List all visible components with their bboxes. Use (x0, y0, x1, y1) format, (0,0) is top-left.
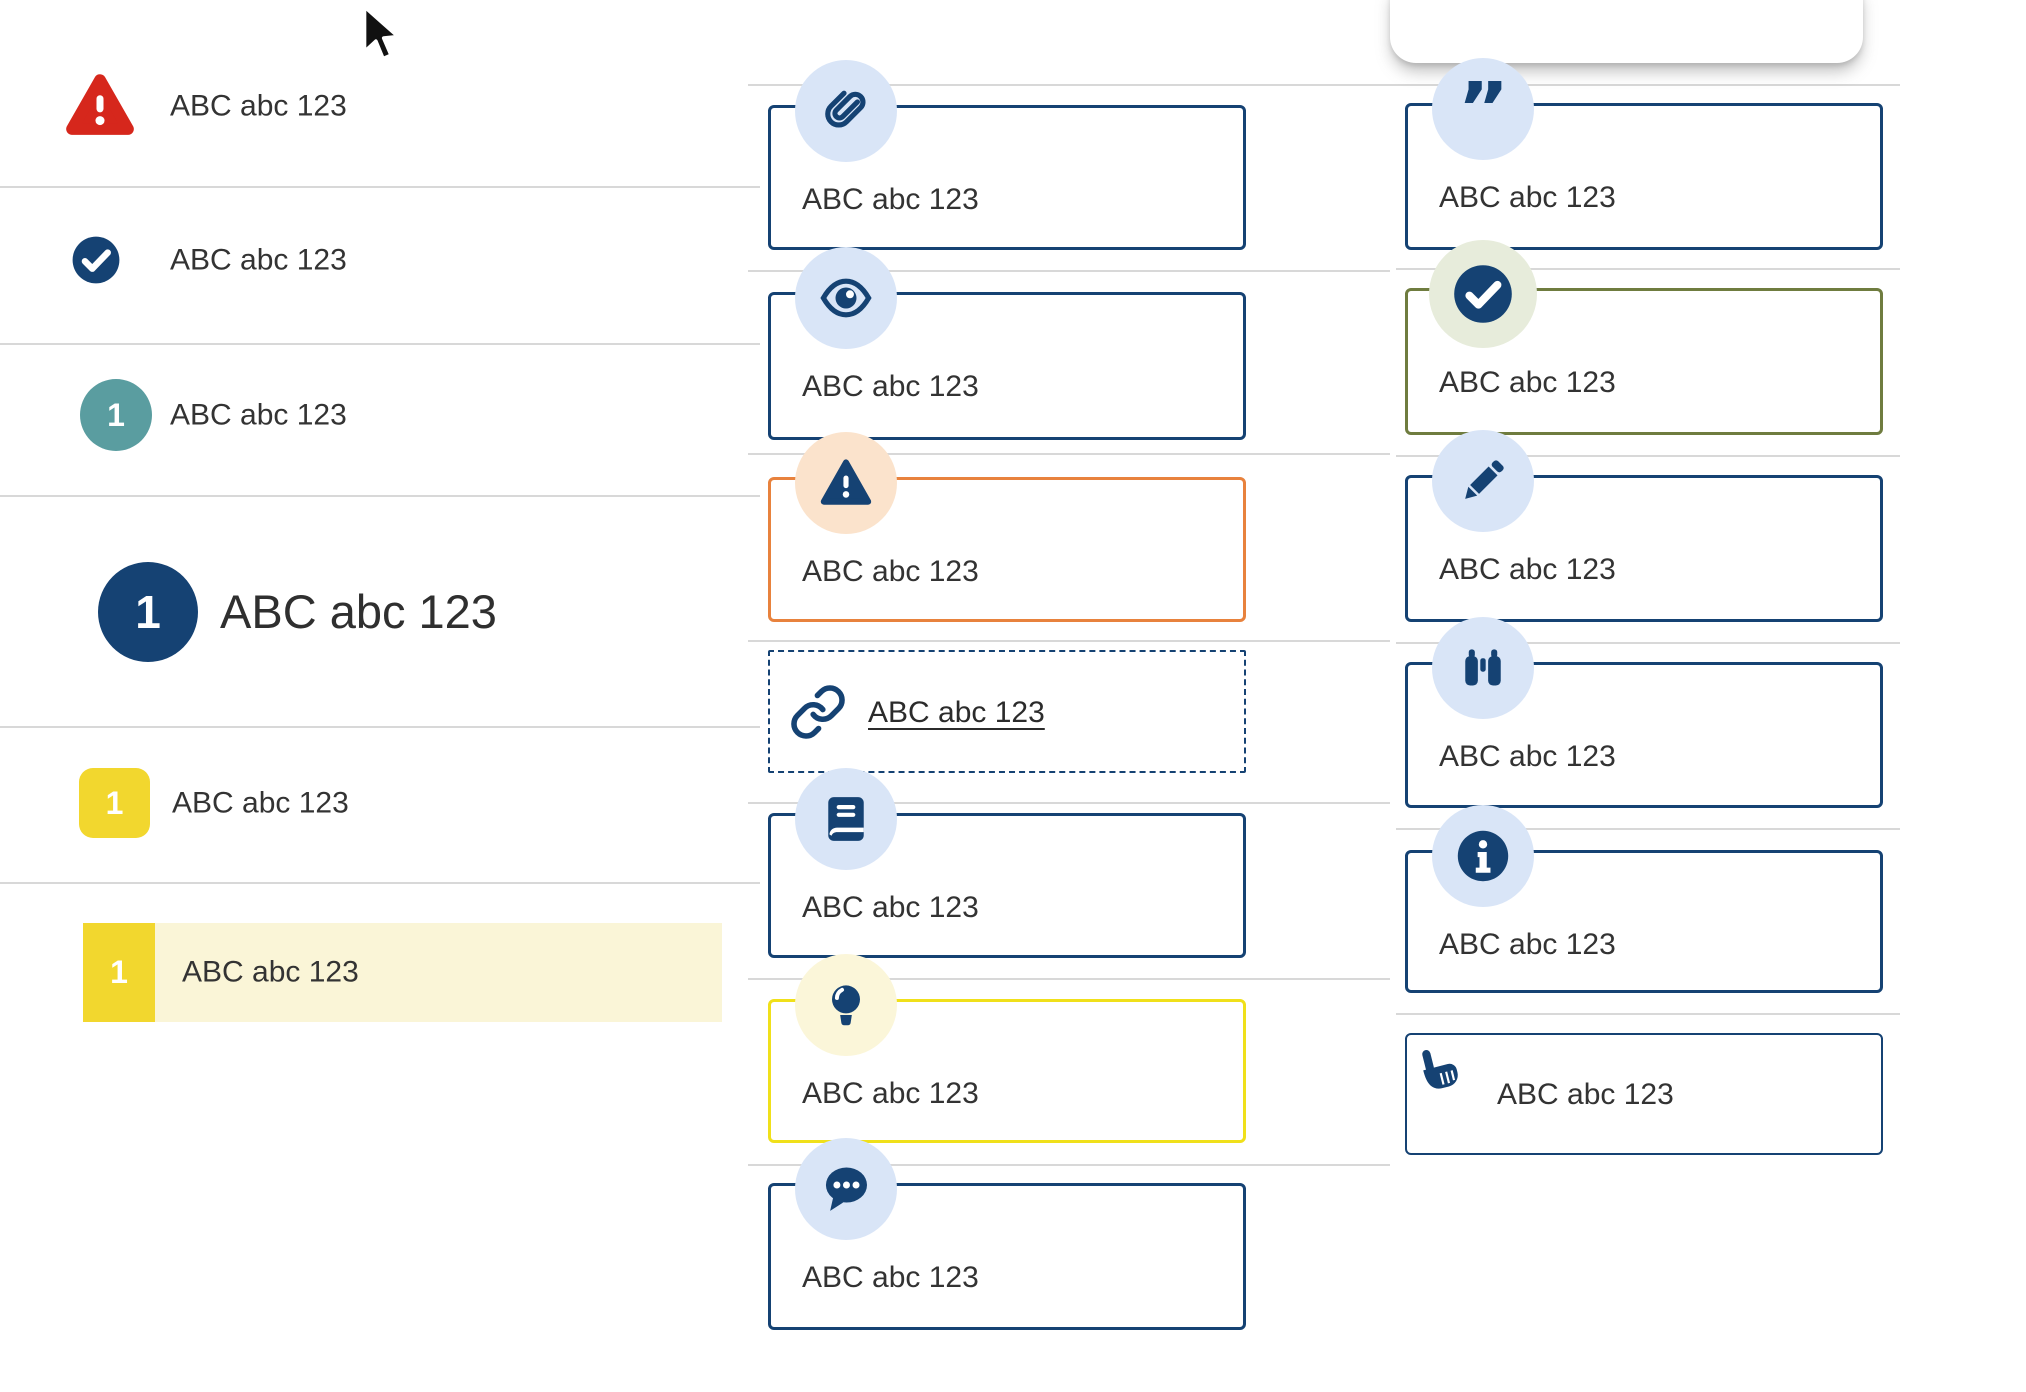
lightbulb-icon (818, 977, 874, 1033)
list-item-label: ABC abc 123 (170, 89, 347, 123)
pencil-icon (1455, 453, 1511, 509)
alert-triangle-icon (65, 71, 135, 141)
card-label: ABC abc 123 (1439, 366, 1616, 399)
check-circle-icon (70, 234, 122, 286)
right-row-divider (1396, 828, 1900, 830)
right-row-divider (1396, 642, 1900, 644)
warning-triangle-icon (818, 455, 874, 511)
card-label: ABC abc 123 (1439, 740, 1616, 773)
link-icon (789, 683, 847, 741)
card-label: ABC abc 123 (1439, 181, 1616, 214)
mouse-cursor (358, 4, 404, 70)
middle-row-divider (748, 453, 1390, 455)
middle-row-divider (748, 640, 1390, 642)
list-item-label: ABC abc 123 (182, 955, 359, 989)
number-badge: 1 (98, 562, 198, 662)
hand-point-icon (1413, 1044, 1465, 1096)
right-row-divider (1396, 1013, 1900, 1015)
middle-row-divider (748, 978, 1390, 980)
left-row-divider (0, 186, 760, 188)
card-label: ABC abc 123 (1439, 928, 1616, 961)
list-item-label: ABC abc 123 (172, 786, 349, 820)
top-row-divider (748, 84, 1900, 86)
number-badge: 1 (79, 768, 150, 838)
info-icon (1455, 828, 1511, 884)
left-row-divider (0, 882, 760, 884)
card-label: ABC abc 123 (802, 370, 979, 403)
callout-card-link[interactable] (768, 650, 1246, 773)
callout-card-check-circle (1405, 288, 1883, 435)
card-label: ABC abc 123 (802, 1261, 979, 1294)
card-label: ABC abc 123 (1439, 553, 1616, 586)
eye-icon (818, 270, 874, 326)
left-row-divider (0, 726, 760, 728)
binoculars-icon (1455, 640, 1511, 696)
left-row-divider (0, 495, 760, 497)
card-label: ABC abc 123 (802, 891, 979, 924)
chat-icon (818, 1161, 874, 1217)
page-heading: ABC abc 123 (220, 585, 497, 639)
middle-row-divider (748, 270, 1390, 272)
card-label: ABC abc 123 (802, 1077, 979, 1110)
left-row-divider (0, 343, 760, 345)
inline-link[interactable]: ABC abc 123 (868, 696, 1045, 729)
book-icon (818, 791, 874, 847)
selected-row-highlight (83, 923, 722, 1022)
sheet-bottom-edge (1390, 0, 1863, 63)
paperclip-icon (818, 83, 874, 139)
right-row-divider (1396, 455, 1900, 457)
right-row-divider (1396, 268, 1900, 270)
svg-text:”: ” (1457, 81, 1509, 137)
list-item-label: ABC abc 123 (170, 243, 347, 277)
icon-circle-background (1432, 58, 1534, 160)
callout-card-hand-point[interactable] (1405, 1033, 1883, 1155)
card-label: ABC abc 123 (1497, 1078, 1674, 1111)
middle-row-divider (748, 802, 1390, 804)
number-badge: 1 (80, 379, 152, 451)
quote-icon: ” (1455, 81, 1511, 137)
list-item-label: ABC abc 123 (170, 398, 347, 432)
middle-row-divider (748, 1164, 1390, 1166)
card-label: ABC abc 123 (802, 555, 979, 588)
card-label: ABC abc 123 (802, 183, 979, 216)
check-circle-icon (1451, 262, 1515, 326)
number-badge: 1 (83, 923, 155, 1022)
